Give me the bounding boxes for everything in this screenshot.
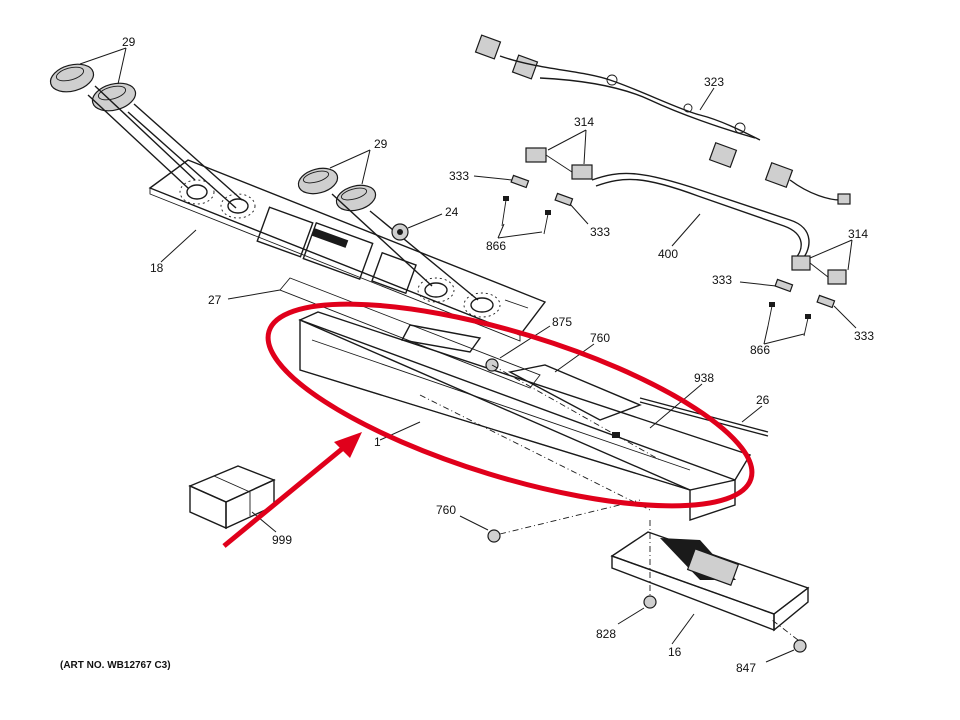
callout-333-c: 333 xyxy=(712,273,732,287)
callout-938: 938 xyxy=(694,371,714,385)
callout-26: 26 xyxy=(756,393,770,407)
knob-pair-center xyxy=(297,167,479,301)
callout-18: 18 xyxy=(150,261,164,275)
callout-29-center: 29 xyxy=(374,137,388,151)
trim-knob-24 xyxy=(391,223,409,241)
screw-828 xyxy=(643,595,657,609)
springs-top-group xyxy=(501,174,574,235)
springs-right-group xyxy=(767,278,836,337)
package-999 xyxy=(188,465,276,530)
callout-24: 24 xyxy=(445,205,459,219)
callout-828: 828 xyxy=(596,627,616,641)
callout-333-b: 333 xyxy=(590,225,610,239)
switch-set-314-right xyxy=(791,255,847,285)
backsplash-1 xyxy=(298,311,752,521)
callout-400: 400 xyxy=(658,247,678,261)
callout-760-top: 760 xyxy=(590,331,610,345)
control-board-16 xyxy=(610,520,810,632)
callout-866-left: 866 xyxy=(486,239,506,253)
callout-866-right: 866 xyxy=(750,343,770,357)
callout-760-bottom: 760 xyxy=(436,503,456,517)
callout-333-a: 333 xyxy=(449,169,469,183)
screw-760-bottom xyxy=(487,499,641,543)
control-panel-18 xyxy=(148,159,547,342)
switch-set-314-top xyxy=(525,147,593,180)
callout-29-left: 29 xyxy=(122,35,136,49)
callout-314-top: 314 xyxy=(574,115,594,129)
tube-400 xyxy=(591,172,810,263)
harness-323 xyxy=(474,34,851,205)
highlight-ellipse xyxy=(265,301,755,509)
callout-999: 999 xyxy=(272,533,292,547)
callout-875: 875 xyxy=(552,315,572,329)
highlight-arrow xyxy=(222,432,362,548)
knob-pair-left xyxy=(49,63,243,209)
callout-27: 27 xyxy=(208,293,222,307)
callout-333-d: 333 xyxy=(854,329,874,343)
callout-323: 323 xyxy=(704,75,724,89)
gasket-27 xyxy=(279,277,541,389)
callout-847: 847 xyxy=(736,661,756,675)
callout-314-right: 314 xyxy=(848,227,868,241)
screw-847 xyxy=(771,619,807,653)
callout-1: 1 xyxy=(374,435,381,449)
callout-16: 16 xyxy=(668,645,682,659)
art-number: (ART NO. WB12767 C3) xyxy=(60,660,171,671)
